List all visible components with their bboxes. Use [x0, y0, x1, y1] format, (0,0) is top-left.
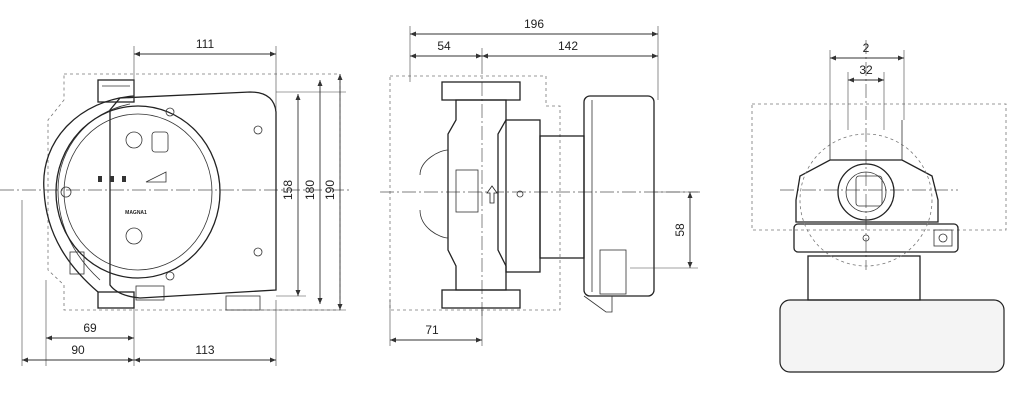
led-indicator-icon: [122, 176, 126, 182]
screw-icon: [938, 233, 948, 243]
side-connector-box: [599, 249, 627, 295]
dim-label-2: 2: [863, 41, 870, 55]
end-port-inner: [845, 171, 887, 213]
led-indicator-icon: [98, 176, 102, 182]
end-flange-plate: [793, 223, 959, 253]
front-left-tab: [69, 251, 85, 275]
side-view: 196 54 142 71 58: [380, 17, 700, 346]
end-terminal: [933, 229, 953, 247]
side-pump-body: [447, 99, 507, 291]
dim-label-196: 196: [524, 17, 544, 31]
front-round-face-inner: [63, 113, 213, 271]
mode-button-icon: [125, 227, 143, 245]
screw-icon: [862, 234, 870, 242]
front-bottom-tab: [135, 285, 165, 301]
dim-label-58: 58: [673, 223, 687, 237]
dim-label-71: 71: [425, 323, 439, 337]
side-port-window: [455, 169, 479, 213]
flow-arrow-icon: [486, 185, 498, 204]
end-pump-head: [795, 159, 939, 223]
end-flange-circle: [799, 133, 933, 267]
front-round-face: [55, 105, 221, 279]
led-indicator-icon: [110, 176, 114, 182]
screw-icon: [253, 125, 263, 135]
dim-label-111: 111: [196, 37, 215, 51]
end-motor-block: [807, 255, 921, 301]
screw-icon: [165, 271, 175, 281]
end-view: 2 32: [751, 40, 1007, 373]
dim-label-54: 54: [437, 39, 451, 53]
dim-label-113: 113: [195, 343, 214, 357]
screw-icon: [165, 107, 175, 117]
side-bottom-flange: [441, 289, 521, 309]
front-bottom-flange: [97, 291, 135, 309]
end-control-box: [779, 299, 1005, 373]
side-volute-curve: [419, 149, 449, 239]
front-control-box: [109, 91, 277, 299]
side-stator-flange: [505, 119, 541, 273]
side-motor: [539, 135, 585, 259]
front-view: MAGNA1 111 158 180 190 69: [0, 37, 350, 366]
side-top-flange: [441, 81, 521, 101]
dim-label-69: 69: [83, 321, 97, 335]
side-cable-gland: [583, 295, 613, 313]
dim-label-158: 158: [281, 180, 295, 200]
end-port-outer: [837, 163, 895, 221]
screw-icon: [60, 186, 72, 198]
power-button-icon: [125, 131, 143, 149]
end-shaft: [855, 175, 883, 207]
dim-label-190: 190: [323, 180, 337, 200]
dim-label-142: 142: [558, 39, 578, 53]
brand-label: MAGNA1: [125, 210, 147, 216]
front-envelope-outline: [47, 73, 341, 311]
display-window: [151, 131, 169, 153]
side-control-box: [583, 95, 655, 297]
speed-curve-icon: [145, 171, 167, 183]
screw-icon: [253, 247, 263, 257]
front-housing-arc-inner: [57, 103, 131, 281]
dim-label-180: 180: [303, 180, 317, 200]
front-bottom-connector: [225, 295, 261, 311]
front-housing-arc: [43, 95, 135, 293]
end-envelope-outline: [751, 103, 1007, 231]
side-envelope-outline: [389, 75, 561, 311]
screw-icon: [516, 190, 524, 198]
dim-label-90: 90: [71, 343, 85, 357]
dim-label-32: 32: [859, 63, 873, 77]
